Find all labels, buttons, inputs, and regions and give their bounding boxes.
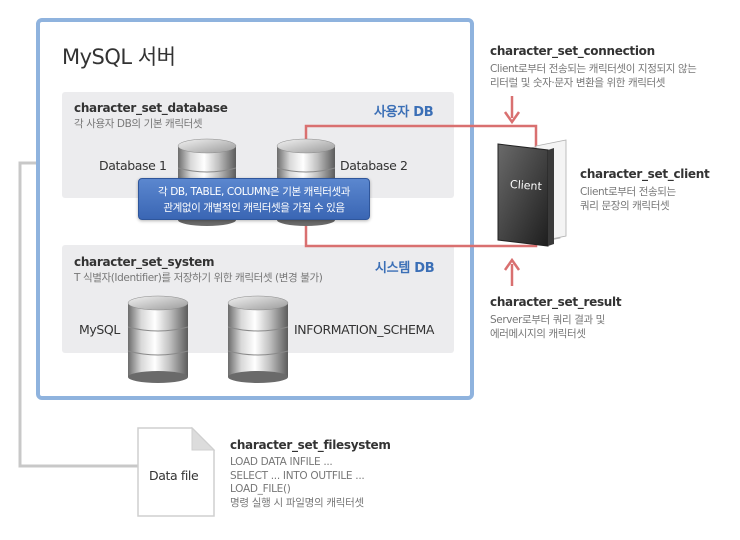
result-desc2: 에러메시지의 캐릭터셋 [490,328,586,340]
filesystem-item: 명령 실행 시 파일명의 캐릭터셋 [230,496,364,509]
result-var-name: character_set_result [490,295,622,309]
server-title: MySQL 서버 [62,45,176,69]
filesystem-item: LOAD_FILE() [230,483,291,495]
client-book-icon [497,139,567,247]
system-desc: T 식별자(Identifier)를 저장하기 위한 캐릭터셋 (변경 불가) [74,272,323,284]
connection-var-name: character_set_connection [490,44,655,58]
client-desc2: 쿼리 문장의 캐릭터셋 [580,200,670,212]
client-book-label: Client [509,177,543,194]
data-file-icon [137,426,216,517]
client-var-name: character_set_client [580,167,710,181]
user-db-tag: 사용자 DB [374,105,434,120]
result-desc1: Server로부터 쿼리 결과 및 [490,314,605,326]
filesystem-var-name: character_set_filesystem [230,438,391,452]
callout-line2: 관계없이 개별적인 캐릭터셋을 가질 수 있음 [163,202,345,214]
system-var-name: character_set_system [74,255,215,269]
mysql-cylinder [127,295,189,383]
database-var-name: character_set_database [74,101,228,115]
filesystem-items: LOAD DATA INFILE ... SELECT ... INTO OUT… [230,456,365,510]
client-desc1: Client로부터 전송되는 [580,186,676,198]
mysql-db-label: MySQL [79,322,120,337]
information-schema-cylinder [227,295,289,383]
connection-desc1: Client로부터 전송되는 캐릭터셋이 지정되지 않는 [490,63,697,75]
database2-label: Database 2 [340,158,408,173]
database-desc: 각 사용자 DB의 기본 캐릭터셋 [74,118,203,130]
filesystem-item: SELECT ... INTO OUTFILE ... [230,469,365,482]
result-up-arrowhead [503,257,521,271]
connection-desc2: 리터럴 및 숫자·문자 변환을 위한 캐릭터셋 [490,77,666,89]
information-schema-label: INFORMATION_SCHEMA [294,322,434,337]
database1-label: Database 1 [99,158,167,173]
callout-line1: 각 DB, TABLE, COLUMN은 기본 캐릭터셋과 [158,186,350,198]
data-file-label: Data file [149,468,199,483]
connection-down-arrowhead [503,111,521,125]
charset-callout: 각 DB, TABLE, COLUMN은 기본 캐릭터셋과 관계없이 개별적인 … [138,178,370,220]
filesystem-item: LOAD DATA INFILE ... [230,456,333,468]
system-db-tag: 시스템 DB [375,261,435,276]
